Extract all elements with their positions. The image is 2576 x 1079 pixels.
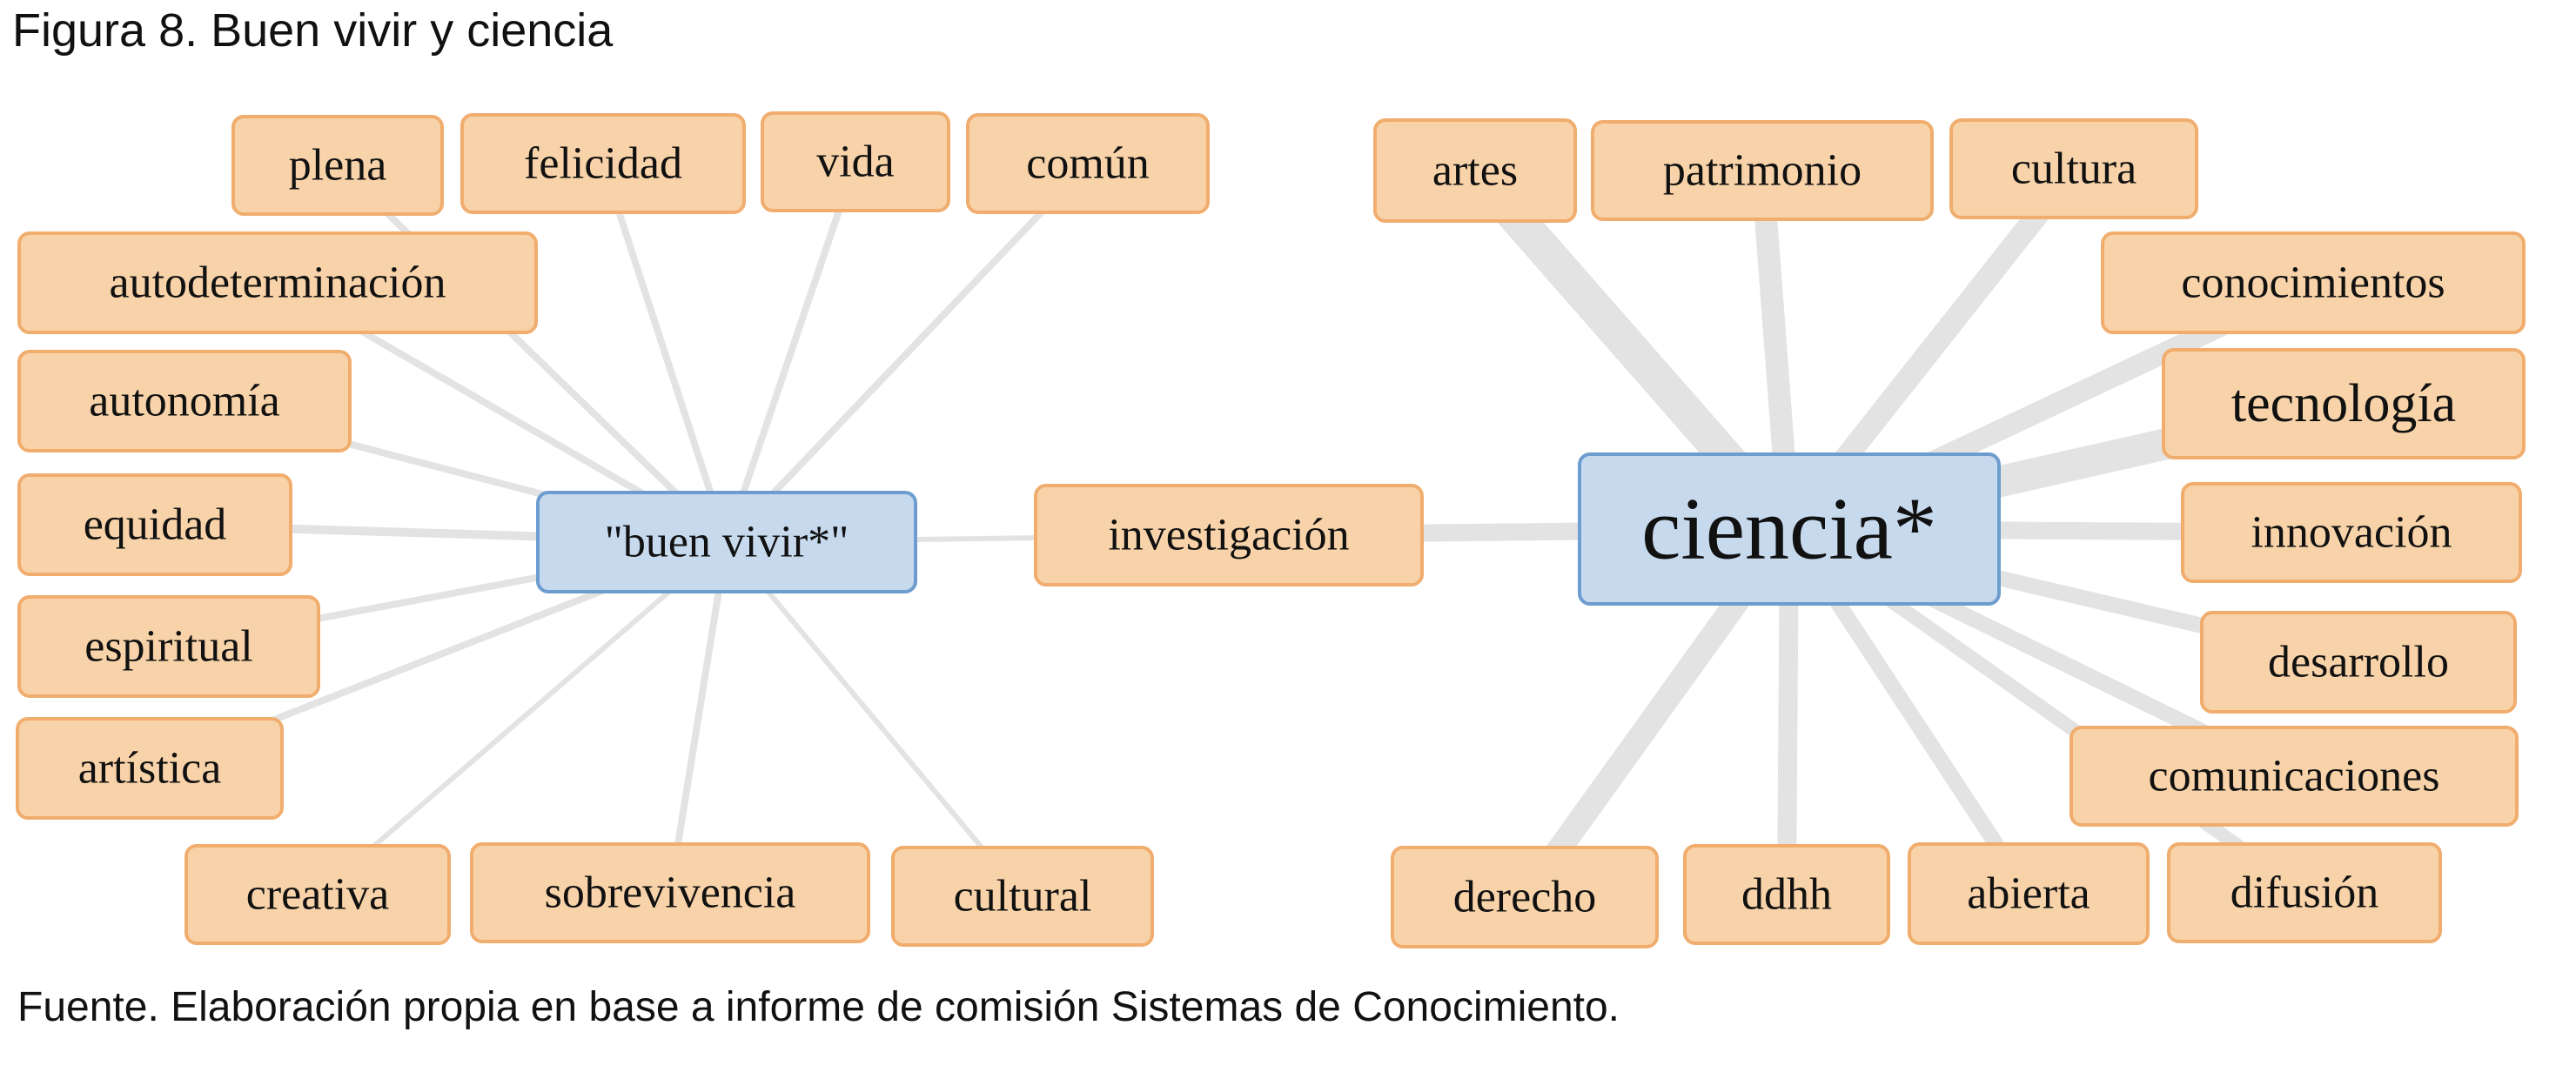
node-box-comunicaciones bbox=[2070, 726, 2519, 827]
node-box-innovacion bbox=[2181, 482, 2522, 583]
edge-vida-buen-vivir bbox=[723, 160, 859, 544]
node-label-comun: común bbox=[1026, 139, 1150, 189]
node-label-innovacion: innovación bbox=[2251, 508, 2452, 558]
node-box-artistica bbox=[16, 717, 284, 820]
node-label-buen-vivir: "buen vivir*" bbox=[605, 518, 849, 567]
node-box-desarrollo bbox=[2200, 611, 2517, 714]
edge-felicidad-buen-vivir bbox=[600, 162, 730, 544]
edge-cultural-buen-vivir bbox=[724, 540, 1025, 898]
node-ciencia: ciencia* bbox=[1578, 452, 2001, 606]
node-label-felicidad: felicidad bbox=[524, 139, 682, 189]
node-abierta: abierta bbox=[1908, 842, 2150, 945]
node-label-cultura: cultura bbox=[2011, 144, 2137, 194]
node-box-conocimientos bbox=[2101, 231, 2526, 334]
figure-title: Figura 8. Buen vivir y ciencia bbox=[12, 4, 614, 57]
node-box-autonomia bbox=[17, 350, 352, 452]
node-box-creativa bbox=[184, 844, 451, 945]
node-artes: artes bbox=[1373, 118, 1577, 223]
node-label-artistica: artística bbox=[78, 744, 222, 794]
node-box-equidad bbox=[17, 473, 292, 576]
edge-plena-buen-vivir bbox=[335, 163, 729, 545]
node-box-abierta bbox=[1908, 842, 2150, 945]
node-cultura: cultura bbox=[1949, 118, 2198, 219]
node-patrimonio: patrimonio bbox=[1591, 120, 1934, 221]
node-label-conocimientos: conocimientos bbox=[2181, 258, 2445, 308]
node-plena: plena bbox=[231, 115, 444, 216]
node-box-vida bbox=[761, 111, 950, 212]
node-vida: vida bbox=[761, 111, 950, 212]
node-box-cultura bbox=[1949, 118, 2198, 219]
node-felicidad: felicidad bbox=[460, 113, 746, 214]
node-box-cultural bbox=[891, 846, 1154, 947]
node-difusion: difusión bbox=[2167, 842, 2442, 943]
node-desarrollo: desarrollo bbox=[2200, 611, 2517, 714]
node-box-sobrevivencia bbox=[470, 842, 870, 943]
node-box-investigacion bbox=[1034, 484, 1424, 586]
node-label-ddhh: ddhh bbox=[1741, 870, 1832, 920]
node-box-plena bbox=[231, 115, 444, 216]
node-label-creativa: creativa bbox=[246, 870, 390, 920]
node-box-patrimonio bbox=[1591, 120, 1934, 221]
node-label-desarrollo: desarrollo bbox=[2268, 638, 2449, 687]
node-cultural: cultural bbox=[891, 846, 1154, 947]
node-innovacion: innovación bbox=[2181, 482, 2522, 583]
node-box-comun bbox=[966, 113, 1210, 214]
node-label-artes: artes bbox=[1432, 146, 1518, 196]
node-creativa: creativa bbox=[184, 844, 451, 945]
node-box-ddhh bbox=[1683, 844, 1890, 945]
node-comun: común bbox=[966, 113, 1210, 214]
node-label-vida: vida bbox=[816, 137, 895, 187]
node-label-autodeterminacion: autodeterminación bbox=[110, 258, 446, 308]
node-label-autonomia: autonomía bbox=[89, 377, 280, 426]
node-artistica: artística bbox=[16, 717, 284, 820]
node-label-difusion: difusión bbox=[2231, 868, 2378, 918]
node-label-sobrevivencia: sobrevivencia bbox=[545, 868, 796, 918]
node-label-espiritual: espiritual bbox=[84, 622, 253, 672]
node-autonomia: autonomía bbox=[17, 350, 352, 452]
node-label-patrimonio: patrimonio bbox=[1663, 146, 1862, 196]
nodes: "buen vivir*" ciencia* investigación plena f… bbox=[16, 111, 2526, 948]
node-box-espiritual bbox=[17, 595, 320, 698]
figure-source: Fuente. Elaboración propia en base a inf… bbox=[17, 984, 1620, 1030]
node-label-tecnologia: tecnología bbox=[2231, 374, 2456, 433]
node-label-plena: plena bbox=[289, 141, 387, 191]
edge-comun-buen-vivir bbox=[724, 161, 1090, 545]
node-box-autodeterminacion bbox=[17, 231, 538, 334]
node-box-derecho bbox=[1391, 846, 1659, 948]
node-box-buen-vivir bbox=[536, 491, 917, 593]
node-box-difusion bbox=[2167, 842, 2442, 943]
node-box-ciencia bbox=[1578, 452, 2001, 606]
node-conocimientos: conocimientos bbox=[2101, 231, 2526, 334]
node-investigacion: investigación bbox=[1034, 484, 1424, 586]
node-tecnologia: tecnología bbox=[2162, 348, 2526, 459]
node-comunicaciones: comunicaciones bbox=[2070, 726, 2519, 827]
node-label-ciencia: ciencia* bbox=[1641, 480, 1937, 579]
edge-sobrevivencia-buen-vivir bbox=[667, 541, 730, 894]
node-ddhh: ddhh bbox=[1683, 844, 1890, 945]
node-label-abierta: abierta bbox=[1967, 869, 2090, 919]
node-box-artes bbox=[1373, 118, 1577, 223]
node-derecho: derecho bbox=[1391, 846, 1659, 948]
node-box-felicidad bbox=[460, 113, 746, 214]
node-espiritual: espiritual bbox=[17, 595, 320, 698]
node-label-derecho: derecho bbox=[1453, 873, 1597, 922]
node-label-cultural: cultural bbox=[954, 872, 1092, 922]
node-buen-vivir: "buen vivir*" bbox=[536, 491, 917, 593]
node-autodeterminacion: autodeterminación bbox=[17, 231, 538, 334]
node-label-comunicaciones: comunicaciones bbox=[2149, 752, 2440, 801]
edge-creativa-buen-vivir bbox=[316, 540, 728, 897]
node-label-investigacion: investigación bbox=[1108, 511, 1349, 560]
node-equidad: equidad bbox=[17, 473, 292, 576]
node-label-equidad: equidad bbox=[84, 500, 227, 550]
node-box-tecnologia bbox=[2162, 348, 2526, 459]
node-sobrevivencia: sobrevivencia bbox=[470, 842, 870, 943]
